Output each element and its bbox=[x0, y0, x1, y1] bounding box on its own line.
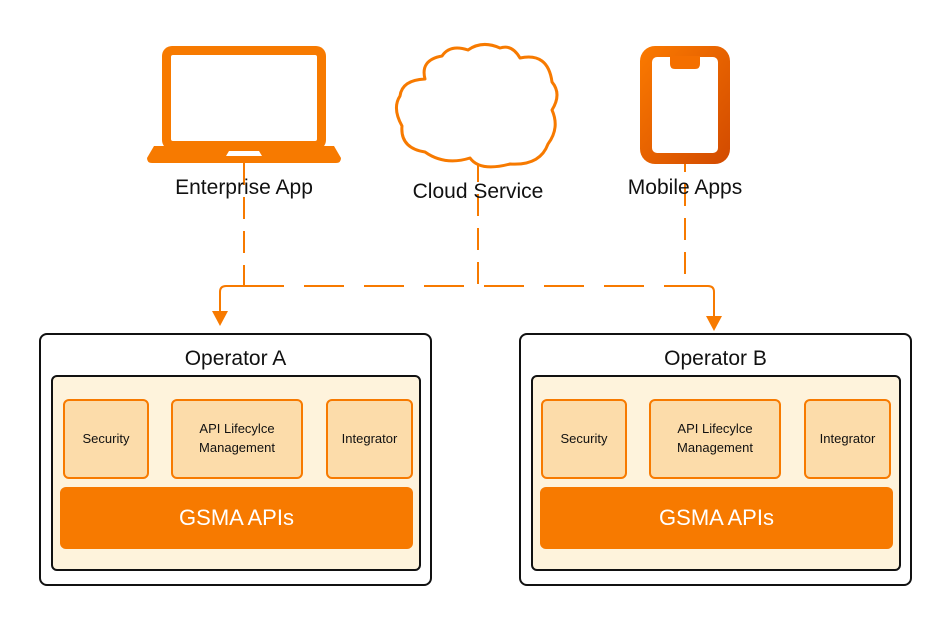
client-label-mobile: Mobile Apps bbox=[627, 176, 743, 199]
operator-a-security: Security bbox=[63, 399, 149, 479]
component-label: Security bbox=[560, 430, 608, 446]
gsma-apis-label: GSMA APIs bbox=[659, 505, 774, 530]
operator-a-integrator: Integrator bbox=[326, 399, 413, 479]
operator-b: Operator B Security API Lifecylce Manage… bbox=[519, 333, 912, 586]
connector-to-operator-b bbox=[685, 285, 715, 316]
operator-a-api-lifecycle: API Lifecylce Management bbox=[171, 399, 303, 479]
client-label-enterprise: Enterprise App bbox=[175, 176, 313, 199]
gsma-apis-label: GSMA APIs bbox=[179, 505, 294, 530]
operator-a-gsma-apis: GSMA APIs bbox=[60, 487, 413, 549]
operator-b-gsma-apis: GSMA APIs bbox=[540, 487, 893, 549]
component-label: Integrator bbox=[341, 430, 398, 446]
component-label-line: Management bbox=[677, 440, 753, 455]
component-label: Security bbox=[82, 430, 130, 446]
operator-b-security: Security bbox=[541, 399, 627, 479]
component-label: Integrator bbox=[819, 430, 876, 446]
operator-b-inner: Security API Lifecylce Management Integr… bbox=[531, 375, 901, 571]
component-label-line: API Lifecylce bbox=[677, 421, 753, 437]
operator-a: Operator A Security API Lifecylce Manage… bbox=[39, 333, 432, 586]
component-label-line: Management bbox=[199, 440, 275, 455]
operator-a-inner: Security API Lifecylce Management Integr… bbox=[51, 375, 421, 571]
operator-b-api-lifecycle: API Lifecylce Management bbox=[649, 399, 781, 479]
operator-b-title: Operator B bbox=[664, 347, 767, 370]
connector-to-operator-a bbox=[219, 285, 244, 312]
component-label: API Lifecylce Management bbox=[199, 420, 275, 458]
component-label: API Lifecylce Management bbox=[677, 420, 753, 458]
arrowhead-operator-a bbox=[212, 311, 228, 326]
arrowhead-operator-b bbox=[706, 316, 722, 331]
operator-a-title: Operator A bbox=[184, 347, 287, 370]
operator-b-integrator: Integrator bbox=[804, 399, 891, 479]
component-label-line: API Lifecylce bbox=[199, 421, 275, 437]
client-label-cloud: Cloud Service bbox=[412, 180, 544, 203]
